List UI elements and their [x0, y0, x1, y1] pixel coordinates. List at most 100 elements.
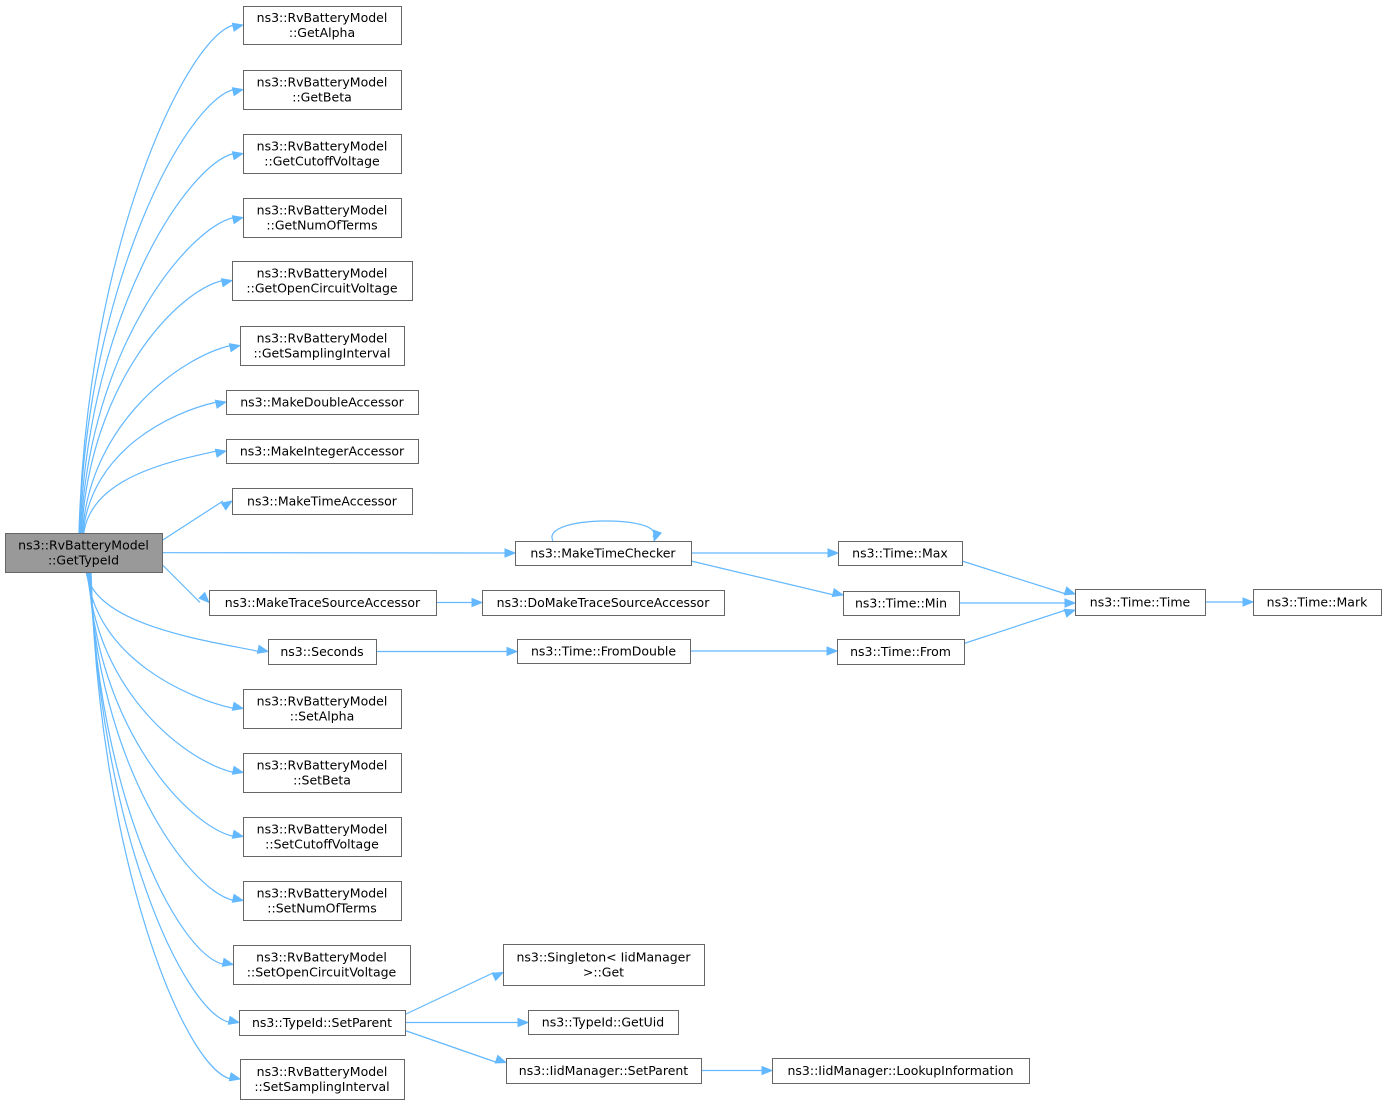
node-makeTraceSourceAccessor[interactable]: ns3::MakeTraceSourceAccessor [209, 590, 437, 616]
node-label: ns3::Time::FromDouble [531, 644, 676, 659]
node-timeTime[interactable]: ns3::Time::Time [1075, 589, 1206, 616]
edge-line [963, 609, 1067, 645]
node-box [506, 1058, 702, 1084]
edge-arrow [231, 893, 245, 903]
edge-arrow [198, 591, 210, 604]
edge-root-to-setSamplingInterval [90, 571, 242, 1082]
node-lookupInformation[interactable]: ns3::IidManager::LookupInformation [772, 1058, 1030, 1084]
node-setCutoffVoltage[interactable]: ns3::RvBatteryModel::SetCutoffVoltage [243, 817, 402, 857]
node-makeDoubleAccessor[interactable]: ns3::MakeDoubleAccessor [226, 390, 419, 415]
edge-typeIdSetParent-to-singletonGet [404, 971, 505, 1016]
node-box [209, 590, 437, 616]
node-label: ns3::MakeIntegerAccessor [240, 444, 405, 459]
edge-arrow [506, 646, 519, 657]
node-timeFrom[interactable]: ns3::Time::From [837, 639, 965, 665]
node-setBeta[interactable]: ns3::RvBatteryModel::SetBeta [243, 753, 402, 793]
node-box [232, 261, 413, 301]
edge-line [161, 500, 224, 542]
node-setOpenCircuitVoltage[interactable]: ns3::RvBatteryModel::SetOpenCircuitVolta… [233, 945, 411, 985]
edge-arrow [231, 22, 245, 32]
node-box [772, 1058, 1030, 1084]
node-getSamplingInterval[interactable]: ns3::RvBatteryModel::GetSamplingInterval [240, 326, 405, 366]
node-label: ns3::MakeTraceSourceAccessor [225, 595, 421, 610]
edge-makeTraceSourceAccessor-to-doMakeTraceSourceAccessor [436, 597, 484, 608]
edge-root-to-seconds [85, 571, 270, 654]
edge-root-to-setAlpha [86, 571, 245, 711]
node-getBeta[interactable]: ns3::RvBatteryModel::GetBeta [243, 70, 402, 110]
node-fromDouble[interactable]: ns3::Time::FromDouble [517, 639, 691, 664]
edge-line [78, 24, 235, 534]
node-seconds[interactable]: ns3::Seconds [268, 639, 377, 665]
node-typeIdGetUid[interactable]: ns3::TypeId::GetUid [528, 1010, 679, 1035]
node-label: >::Get [583, 965, 624, 980]
node-label: ::GetNumOfTerms [266, 218, 377, 233]
edge-seconds-to-fromDouble [376, 646, 519, 657]
node-label: ns3::RvBatteryModel [257, 203, 388, 218]
edge-line [161, 564, 201, 603]
edge-arrow [231, 701, 245, 711]
node-setSamplingInterval[interactable]: ns3::RvBatteryModel::SetSamplingInterval [240, 1059, 405, 1100]
node-getCutoffVoltage[interactable]: ns3::RvBatteryModel::GetCutoffVoltage [243, 134, 402, 174]
node-label: ns3::RvBatteryModel [257, 1064, 388, 1079]
node-timeMin[interactable]: ns3::Time::Min [843, 591, 960, 616]
node-box [1253, 589, 1382, 616]
node-makeTimeChecker[interactable]: ns3::MakeTimeChecker [515, 541, 692, 566]
edge-line [87, 571, 235, 838]
node-box [515, 541, 692, 566]
node-typeIdSetParent[interactable]: ns3::TypeId::SetParent [239, 1010, 406, 1036]
edge-line [85, 571, 260, 653]
node-box [268, 639, 377, 665]
edge-line [78, 88, 235, 534]
edge-arrow [517, 1017, 530, 1028]
node-box [837, 639, 965, 665]
node-iidSetParent[interactable]: ns3::IidManager::SetParent [506, 1058, 702, 1084]
node-label: ns3::RvBatteryModel [257, 139, 388, 154]
edge-arrow [227, 1015, 241, 1025]
node-box [243, 70, 402, 110]
node-box [243, 689, 402, 729]
node-label: ns3::IidManager::SetParent [519, 1063, 689, 1078]
node-getOpenCircuitVoltage[interactable]: ns3::RvBatteryModel::GetOpenCircuitVolta… [232, 261, 413, 301]
node-setAlpha[interactable]: ns3::RvBatteryModel::SetAlpha [243, 689, 402, 729]
node-box [243, 198, 402, 238]
edge-arrow [214, 448, 228, 458]
edge-root-to-setCutoffVoltage [87, 571, 245, 839]
edge-arrow [1063, 608, 1077, 618]
node-makeIntegerAccessor[interactable]: ns3::MakeIntegerAccessor [226, 439, 419, 464]
edge-fromDouble-to-timeFrom [690, 646, 839, 656]
node-box [226, 439, 419, 464]
edge-arrow [228, 343, 242, 353]
edge-line [81, 279, 224, 534]
edge-arrow [653, 529, 663, 543]
node-getNumOfTerms[interactable]: ns3::RvBatteryModel::GetNumOfTerms [243, 198, 402, 238]
node-doMakeTraceSourceAccessor[interactable]: ns3::DoMakeTraceSourceAccessor [482, 590, 725, 616]
node-label: ns3::Time::Time [1090, 595, 1191, 610]
edge-arrow [214, 399, 228, 409]
node-box [240, 1059, 405, 1100]
edge-root-to-getCutoffVoltage [79, 151, 245, 534]
node-label: ::GetSamplingInterval [253, 346, 390, 361]
node-box [1075, 589, 1206, 616]
node-timeMark[interactable]: ns3::Time::Mark [1253, 589, 1382, 616]
node-label: ::GetOpenCircuitVoltage [246, 281, 398, 296]
node-label: ::SetNumOfTerms [267, 901, 376, 916]
node-makeTimeAccessor[interactable]: ns3::MakeTimeAccessor [232, 488, 413, 515]
edge-arrow [504, 548, 517, 558]
node-label: ns3::Time::From [850, 644, 951, 659]
node-box [239, 1010, 406, 1036]
node-singletonGet[interactable]: ns3::Singleton< IidManager >::Get [503, 944, 705, 986]
call-nodes: ns3::RvBatteryModel::GetTypeIdns3::RvBat… [5, 6, 1382, 1100]
node-setNumOfTerms[interactable]: ns3::RvBatteryModel::SetNumOfTerms [243, 881, 402, 921]
edge-arrow [231, 151, 245, 161]
edge-makeTimeChecker-to-makeTimeChecker [551, 520, 663, 543]
node-box [243, 753, 402, 793]
node-getAlpha[interactable]: ns3::RvBatteryModel::GetAlpha [243, 6, 402, 45]
node-label: ns3::Time::Mark [1267, 595, 1368, 610]
node-label: ns3::Seconds [280, 644, 363, 659]
node-label: ::SetBeta [293, 773, 351, 788]
node-root[interactable]: ns3::RvBatteryModel::GetTypeId [5, 533, 163, 573]
edge-arrow [827, 548, 840, 558]
node-timeMax[interactable]: ns3::Time::Max [838, 541, 963, 566]
edge-root-to-makeDoubleAccessor [82, 399, 228, 534]
node-box [243, 134, 402, 174]
